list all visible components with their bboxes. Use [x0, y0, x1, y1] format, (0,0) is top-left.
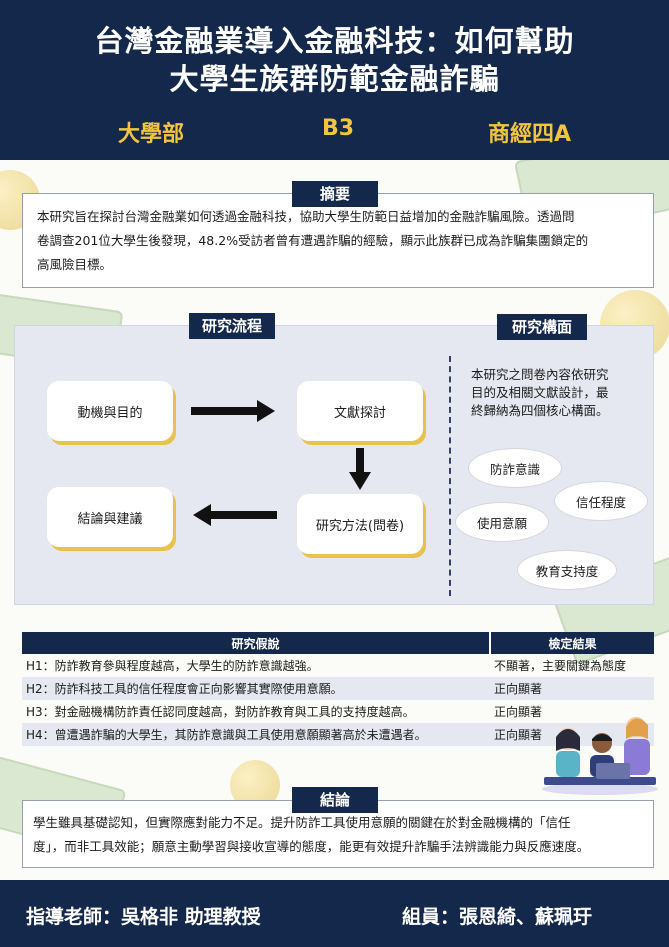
abstract-line: 高風險目標。	[37, 257, 113, 272]
table-header-hypothesis: 研究假說	[22, 632, 490, 654]
table-row: H4：曾遭遇詐騙的大學生，其防詐意識與工具使用意願顯著高於未遭遇者。 正向顯著	[22, 723, 654, 746]
research-framework-tag: 研究構面	[497, 314, 587, 340]
panel-divider	[449, 356, 451, 596]
dimension-usage-intention: 使用意願	[455, 502, 549, 542]
class-label: 商經四A	[488, 122, 572, 147]
research-panel: 動機與目的 文獻探討 研究方法(問卷) 結論與建議 本研究之問卷內容依研究 目的…	[14, 325, 654, 605]
flow-step-conclusion: 結論與建議	[47, 487, 173, 547]
table-row: H3：對金融機構防詐責任認同度越高，對防詐教育與工具的支持度越高。 正向顯著	[22, 700, 654, 723]
framework-description-line: 終歸納為四個核心構面。	[471, 403, 609, 418]
subtitle-row: 大學部 B3 商經四A	[0, 116, 669, 148]
table-header-result: 檢定結果	[489, 632, 654, 654]
poster-title-line1: 台灣金融業導入金融科技：如何幫助	[94, 24, 575, 58]
abstract-line: 本研究旨在探討台灣金融業如何透過金融科技，協助大學生防範日益增加的金融詐騙風險。…	[37, 209, 575, 224]
flow-step-literature: 文獻探討	[297, 381, 423, 441]
framework-description: 本研究之問卷內容依研究 目的及相關文獻設計，最 終歸納為四個核心構面。	[471, 366, 639, 420]
hypothesis-cell: H4：曾遭遇詐騙的大學生，其防詐意識與工具使用意願顯著高於未遭遇者。	[22, 723, 490, 746]
abstract-box: 本研究旨在探討台灣金融業如何透過金融科技，協助大學生防範日益增加的金融詐騙風險。…	[22, 193, 654, 288]
result-cell: 正向顯著	[490, 677, 654, 700]
arrow-left-icon	[193, 504, 277, 526]
poster-title-line2: 大學生族群防範金融詐騙	[169, 62, 500, 96]
arrow-down-icon	[349, 448, 371, 490]
flow-step-method: 研究方法(問卷)	[297, 494, 423, 554]
poster-footer: 指導老師：吳格非 助理教授 組員：張恩綺、蘇珮玗	[0, 880, 669, 947]
department-label: 大學部	[118, 122, 185, 147]
advisor-label: 指導老師：吳格非 助理教授	[26, 906, 261, 928]
flow-step-motivation: 動機與目的	[47, 381, 173, 441]
hypothesis-cell: H1：防詐教育參與程度越高，大學生的防詐意識越強。	[26, 659, 319, 673]
table-row: H1：防詐教育參與程度越高，大學生的防詐意識越強。 不顯著，主要關鍵為態度	[22, 654, 654, 677]
abstract-tag: 摘要	[292, 181, 378, 207]
framework-description-line: 目的及相關文獻設計，最	[471, 385, 609, 400]
group-code: B3	[322, 116, 355, 141]
hypothesis-cell: H2：防詐科技工具的信任程度會正向影響其實際使用意願。	[22, 677, 490, 700]
dimension-education-support: 教育支持度	[517, 550, 617, 590]
abstract-line: 卷調查201位大學生後發現，48.2%受訪者曾有遭遇詐騙的經驗，顯示此族群已成為…	[37, 233, 589, 248]
research-process-tag: 研究流程	[189, 313, 275, 339]
arrow-right-icon	[191, 400, 275, 422]
dimension-trust: 信任程度	[554, 481, 648, 521]
dimension-fraud-awareness: 防詐意識	[468, 448, 562, 488]
students-illustration	[542, 717, 658, 795]
result-cell: 正向顯著	[494, 705, 543, 719]
poster-header: 台灣金融業導入金融科技：如何幫助 大學生族群防範金融詐騙 大學部 B3 商經四A	[0, 0, 669, 160]
conclusion-line: 學生雖具基礎認知，但實際應對能力不足。提升防詐工具使用意願的關鍵在於對金融機構的…	[33, 815, 571, 830]
result-cell: 不顯著，主要關鍵為態度	[494, 659, 627, 673]
table-row: H2：防詐科技工具的信任程度會正向影響其實際使用意願。 正向顯著	[22, 677, 654, 700]
members-label: 組員：張恩綺、蘇珮玗	[402, 906, 593, 928]
conclusion-tag: 結論	[292, 787, 378, 813]
framework-description-line: 本研究之問卷內容依研究	[471, 367, 609, 382]
hypothesis-cell: H3：對金融機構防詐責任認同度越高，對防詐教育與工具的支持度越高。	[26, 705, 415, 719]
conclusion-line: 度」，而非工具效能；願意主動學習與接收宣導的態度，能更有效提升詐騙手法辨識能力與…	[33, 839, 590, 854]
